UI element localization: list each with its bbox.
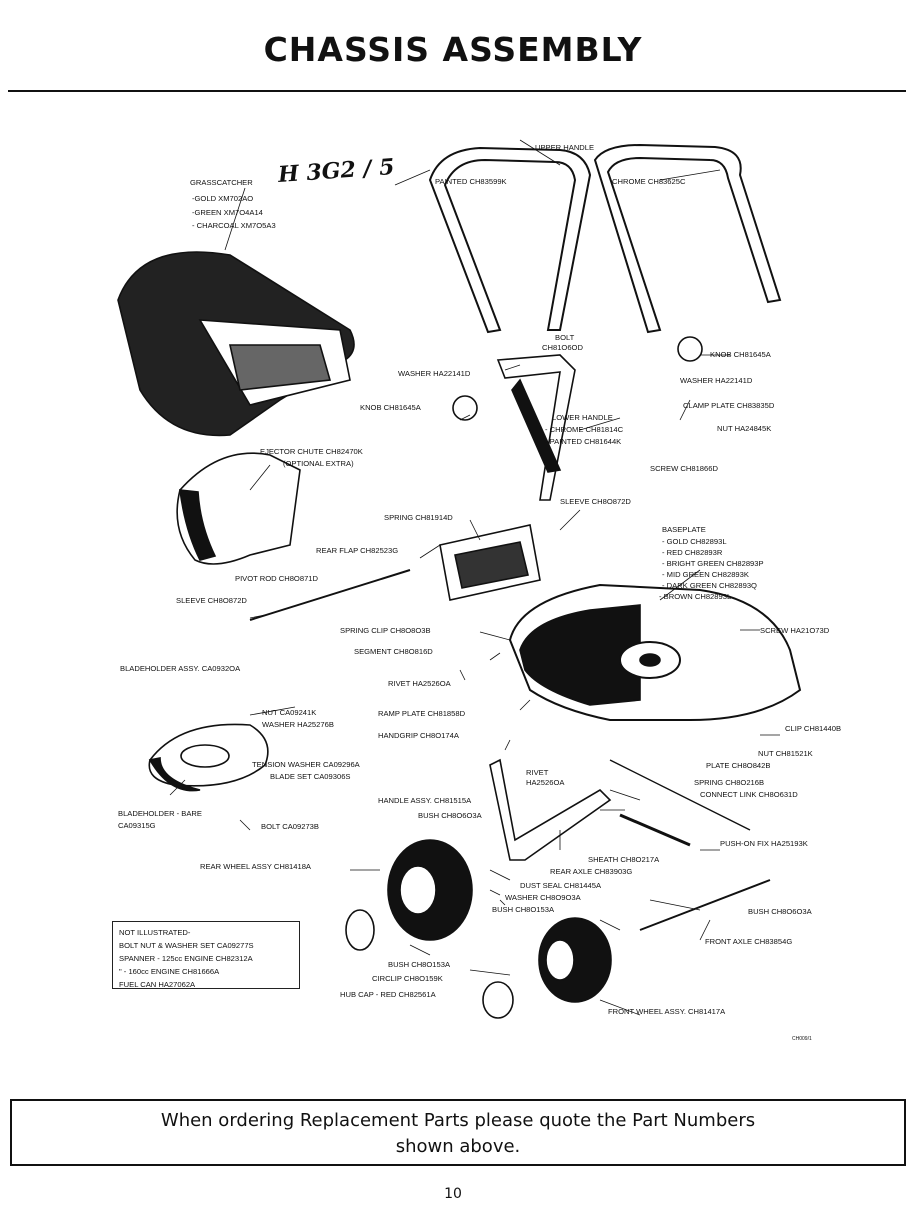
label-sleeve-left: SLEEVE CH8O872D (176, 596, 247, 605)
title-rule (8, 90, 906, 92)
label-bladeholder-bare: BLADEHOLDER - BARE (118, 809, 202, 818)
label-washer-right: WASHER HA22141D (680, 376, 753, 385)
label-connect-link: CONNECT LINK CH8O631D (700, 790, 798, 799)
page-number: 10 (444, 1186, 462, 1202)
label-clip: CLIP CH81440B (785, 724, 841, 733)
notice-line2: shown above. (395, 1136, 521, 1157)
label-plate: PLATE CH8O842B (706, 761, 770, 770)
notice-line1: When ordering Replacement Parts please q… (160, 1110, 756, 1131)
label-lower-painted: - PAINTED CH81644K (545, 437, 621, 446)
label-bolt-code: CH81O6OD (542, 343, 583, 352)
label-rear-flap: REAR FLAP CH82523G (316, 546, 398, 555)
label-screw-top: SCREW CH81866D (650, 464, 718, 473)
label-washer-axle: WASHER CH8O9O3A (505, 893, 582, 902)
label-upper-handle: UPPER HANDLE (535, 143, 594, 152)
ni-line2: SPANNER - 125cc ENGINE CH82312A (119, 954, 253, 963)
label-bolt: BOLT (555, 333, 575, 342)
label-segment: SEGMENT CH8O816D (354, 647, 433, 656)
label-rivet-top: RIVET HA2526OA (388, 679, 452, 688)
label-baseplate: BASEPLATE (662, 525, 706, 534)
label-nut-right: NUT HA24845K (717, 424, 771, 433)
label-hub-cap: HUB CAP - RED CH82561A (340, 990, 437, 999)
label-circlip: CIRCLIP CH8O159K (372, 974, 443, 983)
ni-heading: NOT ILLUSTRATED- (119, 928, 191, 937)
label-dust-seal: DUST SEAL CH81445A (520, 881, 602, 890)
label-blade-set: BLADE SET CA09306S (270, 772, 350, 781)
label-bush-handle: BUSH CH8O6O3A (418, 811, 483, 820)
label-painted-upper: PAINTED CH83599K (435, 177, 507, 186)
label-push-on-fix: PUSH-ON FIX HA25193K (720, 839, 808, 848)
label-bolt-blade: BOLT CA09273B (261, 822, 319, 831)
chassis-exploded-diagram: UPPER HANDLE PAINTED CH83599K CHROME CH8… (117, 139, 841, 1019)
label-clamp-plate: CLAMP PLATE CH83835D (683, 401, 775, 410)
label-bp-gold: - GOLD CH82893L (662, 537, 727, 546)
label-rivet-mid: RIVET (526, 768, 549, 777)
ni-line1: BOLT NUT & WASHER SET CA09277S (119, 941, 254, 950)
label-nut-mid: NUT CH81521K (758, 749, 813, 758)
label-bp-mid-green: - MID GREEN CH82893K (662, 570, 749, 579)
label-handle-assy: HANDLE ASSY. CH81515A (378, 796, 472, 805)
label-rear-wheel-assy: REAR WHEEL ASSY CH81418A (200, 862, 312, 871)
label-optional-extra: (OPTIONAL EXTRA) (283, 459, 354, 468)
label-washer-blade: WASHER HA25276B (262, 720, 334, 729)
label-bush-axle: BUSH CH8O153A (492, 905, 555, 914)
ordering-notice: When ordering Replacement Parts please q… (10, 1099, 906, 1166)
label-front-wheel-assy: FRONT WHEEL ASSY. CH81417A (608, 1007, 726, 1016)
label-knob-right: KNOB CH81645A (710, 350, 772, 359)
label-bp-brown: - BROWN CH82893L (659, 592, 731, 601)
label-ejector-chute: EJECTOR CHUTE CH82470K (260, 447, 363, 456)
label-screw-right: SCREW HA21O73D (760, 626, 830, 635)
label-bp-red: - RED CH82893R (662, 548, 723, 557)
label-spring-clip: SPRING CLIP CH8O8O3B (340, 626, 431, 635)
label-bush-right: BUSH CH8O6O3A (748, 907, 813, 916)
label-nut-left: NUT CA09241K (262, 708, 316, 717)
label-knob-left: KNOB CH81645A (360, 403, 422, 412)
label-bush-wheel: BUSH CH8O153A (388, 960, 451, 969)
small-code: CH009/1 (792, 1036, 812, 1042)
label-sheath: SHEATH CH8O217A (588, 855, 660, 864)
ni-line3: " - 160cc ENGINE CH81666A (119, 967, 220, 976)
label-lower-chrome: - CHROME CH81814C (545, 425, 624, 434)
label-bp-dark-green: - DARK GREEN CH82893Q (662, 581, 757, 590)
label-lower-handle: LOWER HANDLE (552, 413, 613, 422)
label-gc-green: -GREEN XM7O4A14 (192, 208, 263, 217)
label-gc-charcoal: - CHARCOAL XM7O5A3 (192, 221, 276, 230)
label-gc-gold: -GOLD XM702AO (192, 194, 253, 203)
label-rear-axle: REAR AXLE CH83903G (550, 867, 632, 876)
label-bladeholder-assy: BLADEHOLDER ASSY. CA0932OA (120, 664, 241, 673)
label-bp-bright-green: - BRIGHT GREEN CH82893P (662, 559, 764, 568)
label-handgrip: HANDGRIP CH8O174A (378, 731, 460, 740)
label-washer-left: WASHER HA22141D (398, 369, 471, 378)
page-title: CHASSIS ASSEMBLY (263, 30, 643, 69)
parts-drawing (117, 139, 802, 1019)
label-spring-mid: SPRING CH8O216B (694, 778, 764, 787)
label-bladeholder-bare-code: CA09315G (118, 821, 156, 830)
label-spring-top: SPRING CH81914D (384, 513, 453, 522)
label-chrome-upper: CHROME CH83625C (612, 177, 686, 186)
label-rivet-mid-code: HA2526OA (526, 778, 565, 787)
label-grasscatcher: GRASSCATCHER (190, 178, 253, 187)
label-sleeve-top: SLEEVE CH8O872D (560, 497, 631, 506)
label-front-axle: FRONT AXLE CH83854G (705, 937, 792, 946)
label-tension-washer: TENSION WASHER CA09296A (252, 760, 361, 769)
label-ramp-plate: RAMP PLATE CH81858D (378, 709, 466, 718)
label-pivot-rod: PIVOT ROD CH8O871D (235, 574, 319, 583)
ni-line4: FUEL CAN HA27062A (119, 980, 196, 989)
not-illustrated-box: NOT ILLUSTRATED- BOLT NUT & WASHER SET C… (112, 921, 300, 989)
